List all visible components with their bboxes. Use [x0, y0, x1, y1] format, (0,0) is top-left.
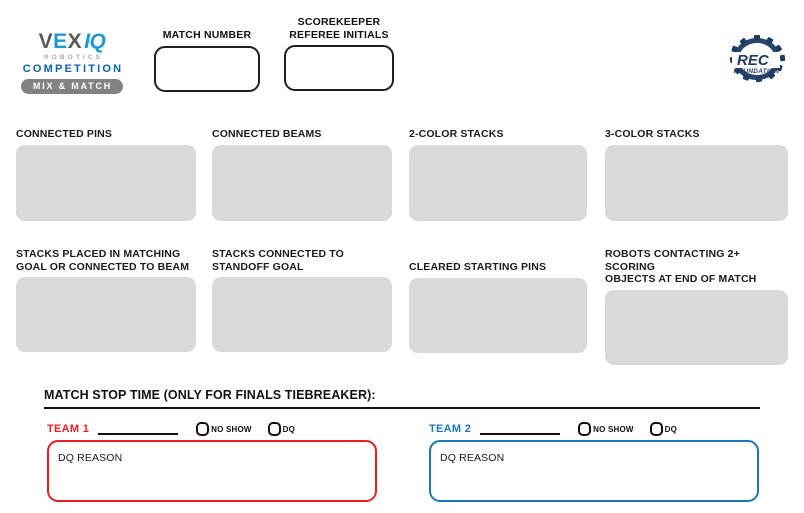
rec-foundation-logo: REC FOUNDATION — [726, 34, 788, 84]
score-input-robots-contacting[interactable] — [605, 289, 788, 365]
score-cell-3-color-stacks: 3-COLOR STACKS — [605, 128, 788, 221]
score-cell-stacks-matching-goal: STACKS PLACED IN MATCHING GOAL OR CONNEC… — [16, 248, 196, 352]
team-2-no-show-label: NO SHOW — [593, 424, 634, 434]
score-input-cleared-starting-pins[interactable] — [409, 277, 587, 353]
rec-logo-title: REC — [737, 52, 770, 69]
score-label-cleared-starting-pins: CLEARED STARTING PINS — [409, 261, 547, 273]
team-1-dq-label: DQ — [282, 424, 296, 434]
logo-mix-and-match-badge: MIX & MATCH — [20, 79, 124, 94]
vex-iq-competition-logo: VEXIQ ROBOTICS COMPETITION MIX & MATCH — [16, 30, 128, 94]
scorekeeper-initials-input[interactable] — [284, 45, 394, 91]
score-input-stacks-standoff-goal[interactable] — [212, 277, 392, 352]
team-2-no-show-checkbox[interactable] — [578, 422, 592, 436]
header: VEXIQ ROBOTICS COMPETITION MIX & MATCH M… — [0, 0, 804, 112]
team-2-dq-reason-box[interactable]: DQ REASON — [429, 440, 759, 502]
team-1-no-show-checkbox[interactable] — [196, 422, 210, 436]
logo-letters-iq: IQ — [84, 30, 106, 53]
team-1-block: TEAM 1 NO SHOW DQ DQ REASON — [47, 420, 377, 502]
score-input-3-color-stacks[interactable] — [605, 144, 788, 221]
match-stop-time-label: MATCH STOP TIME (ONLY FOR FINALS TIEBREA… — [44, 388, 376, 402]
team-1-no-show-label: NO SHOW — [211, 424, 252, 434]
score-cell-connected-pins: CONNECTED PINS — [16, 128, 196, 221]
rec-logo-subtitle: FOUNDATION — [734, 68, 779, 75]
logo-letter-v: V — [38, 30, 54, 53]
logo-letter-x: X — [67, 30, 83, 53]
match-number-input[interactable] — [154, 45, 260, 92]
match-number-field: MATCH NUMBER — [154, 29, 260, 92]
logo-letter-e: E — [53, 30, 68, 53]
team-2-dq-label: DQ — [664, 424, 678, 434]
score-cell-robots-contacting: ROBOTS CONTACTING 2+ SCORING OBJECTS AT … — [605, 248, 788, 365]
score-input-2-color-stacks[interactable] — [409, 144, 587, 221]
vex-wordmark: VEXIQ — [16, 30, 128, 53]
team-1-dq-checkbox[interactable] — [267, 422, 281, 436]
score-label-3-color-stacks: 3-COLOR STACKS — [605, 128, 700, 140]
team-1-dq-reason-box[interactable]: DQ REASON — [47, 440, 377, 502]
team-2-dq-reason-label: DQ REASON — [440, 452, 505, 464]
team-1-number-input[interactable] — [98, 433, 179, 435]
match-stop-time-row[interactable]: MATCH STOP TIME (ONLY FOR FINALS TIEBREA… — [44, 386, 760, 409]
score-input-connected-pins[interactable] — [16, 144, 196, 221]
team-2-header: TEAM 2 NO SHOW DQ — [429, 420, 759, 438]
score-cell-stacks-standoff-goal: STACKS CONNECTED TO STANDOFF GOAL — [212, 248, 392, 352]
team-1-dq-checkbox-group[interactable]: DQ — [267, 422, 296, 436]
scorekeeper-initials-field: SCOREKEEPER REFEREE INITIALS — [284, 16, 394, 91]
team-2-dq-checkbox-group[interactable]: DQ — [649, 422, 678, 436]
team-1-label: TEAM 1 — [47, 423, 90, 435]
score-label-2-color-stacks: 2-COLOR STACKS — [409, 128, 504, 140]
logo-competition-text: COMPETITION — [22, 63, 124, 75]
team-2-dq-checkbox[interactable] — [649, 422, 663, 436]
score-cell-cleared-starting-pins: CLEARED STARTING PINS — [409, 261, 587, 353]
team-1-no-show-checkbox-group[interactable]: NO SHOW — [196, 422, 252, 436]
score-label-connected-pins: CONNECTED PINS — [16, 128, 113, 140]
score-cell-2-color-stacks: 2-COLOR STACKS — [409, 128, 587, 221]
score-label-stacks-standoff-goal: STACKS CONNECTED TO STANDOFF GOAL — [212, 248, 344, 273]
score-input-stacks-matching-goal[interactable] — [16, 277, 196, 352]
team-1-header: TEAM 1 NO SHOW DQ — [47, 420, 377, 438]
match-number-label: MATCH NUMBER — [162, 29, 252, 41]
team-2-number-input[interactable] — [480, 433, 561, 435]
team-2-block: TEAM 2 NO SHOW DQ DQ REASON — [429, 420, 759, 502]
team-2-label: TEAM 2 — [429, 423, 472, 435]
score-label-robots-contacting: ROBOTS CONTACTING 2+ SCORING OBJECTS AT … — [605, 248, 757, 285]
team-2-no-show-checkbox-group[interactable]: NO SHOW — [578, 422, 634, 436]
scorekeeper-initials-label: SCOREKEEPER REFEREE INITIALS — [289, 16, 389, 41]
score-cell-connected-beams: CONNECTED BEAMS — [212, 128, 392, 221]
rec-foundation-gear-icon: REC FOUNDATION — [729, 35, 786, 83]
logo-robotics-text: ROBOTICS — [43, 54, 104, 61]
team-1-dq-reason-label: DQ REASON — [58, 452, 123, 464]
score-label-connected-beams: CONNECTED BEAMS — [212, 128, 322, 140]
score-input-connected-beams[interactable] — [212, 144, 392, 221]
score-label-stacks-matching-goal: STACKS PLACED IN MATCHING GOAL OR CONNEC… — [16, 248, 190, 273]
